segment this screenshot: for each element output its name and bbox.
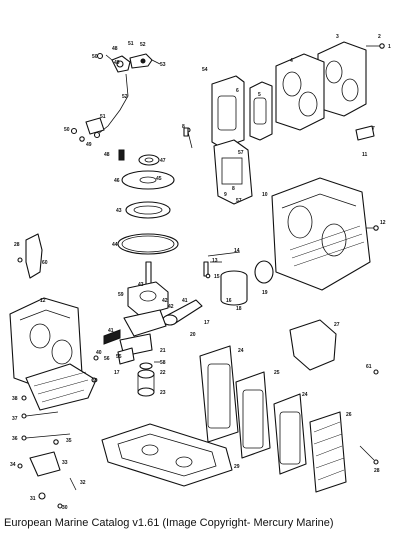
- callout-49: 49: [114, 60, 120, 66]
- callout-10: 10: [262, 192, 268, 198]
- callout-54: 54: [202, 67, 208, 73]
- base-gasket: [101, 423, 233, 487]
- callout-51b: 51: [100, 114, 106, 120]
- callout-29: 29: [234, 464, 240, 470]
- callout-27: 27: [334, 322, 340, 328]
- callout-17b: 17: [114, 370, 120, 376]
- callout-20: 20: [190, 332, 196, 338]
- callout-43b: 43: [138, 282, 144, 288]
- callout-45: 45: [156, 176, 162, 182]
- callout-11: 11: [362, 152, 368, 158]
- callout-57b: 57: [236, 198, 242, 204]
- callout-38: 38: [12, 396, 18, 402]
- exploded-parts-diagram: 48 51 52 53 50 49 52 51 50 49 54 3 4 1 2…: [9, 34, 391, 511]
- callout-21: 21: [160, 348, 166, 354]
- callout-48b: 48: [104, 152, 110, 158]
- callout-12b: 12: [40, 298, 46, 304]
- callout-52: 52: [140, 42, 146, 48]
- callout-50b: 50: [64, 127, 70, 133]
- callout-48: 48: [112, 46, 118, 52]
- callout-3: 3: [336, 34, 339, 40]
- callout-50: 50: [92, 54, 98, 60]
- callout-58: 58: [160, 360, 166, 366]
- callout-8b: 8: [232, 186, 235, 192]
- callout-53: 53: [160, 62, 166, 68]
- piston-assembly: [162, 251, 274, 326]
- callout-55: 55: [116, 354, 122, 360]
- callout-37: 37: [12, 416, 18, 422]
- callout-32: 32: [80, 480, 86, 486]
- callout-30: 30: [62, 505, 68, 511]
- callout-28: 28: [14, 242, 20, 248]
- catalog-caption: European Marine Catalog v1.61 (Image Cop…: [4, 517, 334, 529]
- cylinder-block: [271, 177, 379, 291]
- throttle-linkage-assembly: [70, 52, 161, 142]
- callout-41: 41: [182, 298, 188, 304]
- callout-46: 46: [114, 178, 120, 184]
- crankcase-cover: [9, 297, 97, 441]
- callout-15: 15: [214, 274, 220, 280]
- small-fittings: [17, 347, 135, 509]
- callout-44: 44: [112, 242, 118, 248]
- callout-24b: 24: [302, 392, 308, 398]
- callout-8: 8: [182, 124, 185, 130]
- main-bearings: [137, 361, 160, 397]
- callout-labels: 48 51 52 53 50 49 52 51 50 49 54 3 4 1 2…: [10, 34, 391, 511]
- callout-13: 13: [212, 258, 218, 264]
- callout-25: 25: [274, 370, 280, 376]
- callout-23: 23: [160, 390, 166, 396]
- flywheel-stator-stack: [117, 149, 179, 255]
- callout-49b: 49: [86, 142, 92, 148]
- callout-61: 61: [366, 364, 372, 370]
- callout-57: 57: [238, 150, 244, 156]
- callout-1: 1: [388, 44, 391, 50]
- callout-12: 12: [380, 220, 386, 226]
- reed-bracket: [185, 127, 253, 205]
- misc-screws: [91, 127, 379, 383]
- callout-42: 42: [162, 298, 168, 304]
- callout-34: 34: [10, 462, 16, 468]
- callout-28b: 28: [374, 468, 380, 474]
- callout-59: 59: [118, 292, 124, 298]
- callout-18: 18: [236, 306, 242, 312]
- callout-56: 56: [104, 356, 110, 362]
- callout-22: 22: [160, 370, 166, 376]
- callout-6: 6: [236, 88, 239, 94]
- callout-52b: 52: [122, 94, 128, 100]
- callout-36: 36: [12, 436, 18, 442]
- callout-41b: 41: [108, 328, 114, 334]
- callout-26: 26: [346, 412, 352, 418]
- crankshaft: [103, 261, 169, 357]
- callout-39: 39: [92, 378, 98, 384]
- exhaust-cover-plates: [211, 41, 385, 149]
- callout-35: 35: [66, 438, 72, 444]
- reed-plates-and-gaskets: [199, 319, 379, 493]
- callout-17: 17: [204, 320, 210, 326]
- callout-40: 40: [96, 350, 102, 356]
- callout-31: 31: [30, 496, 36, 502]
- callout-42b: 42: [168, 304, 174, 310]
- callout-51: 51: [128, 41, 134, 47]
- callout-16: 16: [226, 298, 232, 304]
- callout-33: 33: [62, 460, 68, 466]
- callout-24: 24: [238, 348, 244, 354]
- mounting-bracket: [17, 233, 43, 279]
- callout-5: 5: [258, 92, 261, 98]
- callout-2: 2: [378, 34, 381, 40]
- callout-47: 47: [160, 158, 166, 164]
- callout-9: 9: [224, 192, 227, 198]
- callout-60: 60: [42, 260, 48, 266]
- callout-43: 43: [116, 208, 122, 214]
- callout-14: 14: [234, 248, 240, 254]
- callout-19: 19: [262, 290, 268, 296]
- callout-4: 4: [290, 58, 293, 64]
- callout-7: 7: [372, 126, 375, 132]
